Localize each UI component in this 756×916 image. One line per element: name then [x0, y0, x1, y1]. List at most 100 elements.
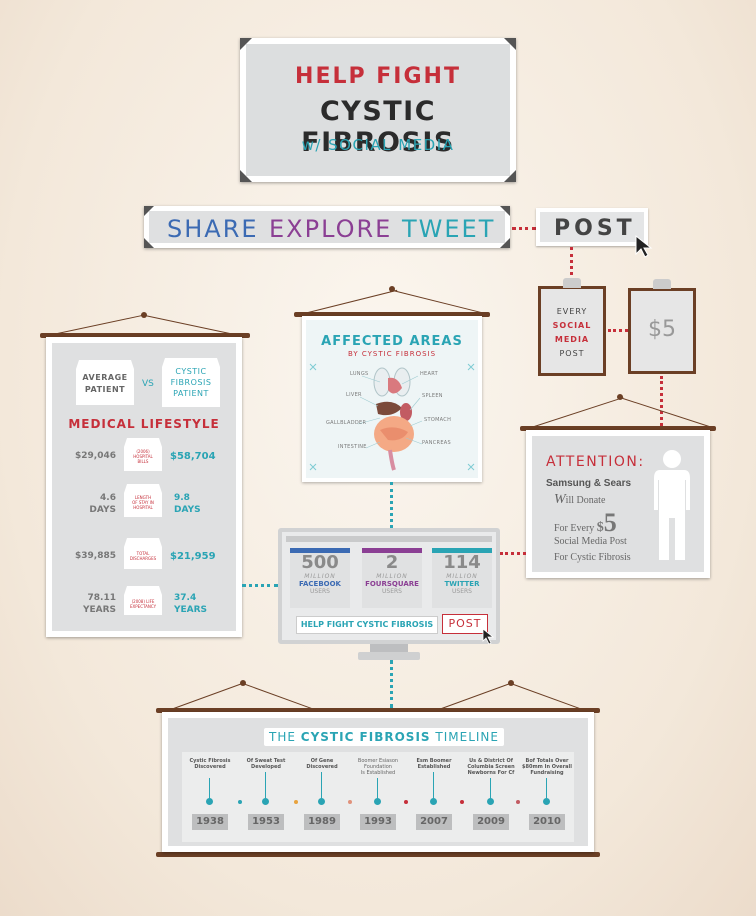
cf-unit: YEARS — [174, 605, 208, 615]
stat-name: FACEBOOK — [299, 580, 341, 588]
average-label-2: PATIENT — [84, 385, 126, 394]
stat-twitter: 114 MILLION TWITTER USERS — [432, 548, 492, 608]
timeline-title: THE CYSTIC FIBROSIS TIMELINE — [264, 728, 504, 746]
connector — [660, 376, 663, 426]
event-year: 1993 — [360, 814, 396, 830]
event-year: 2010 — [529, 814, 565, 830]
event-text-2: $80mm In Overall — [522, 764, 572, 770]
row-label: LENGTH OF STAY IN HOSPITAL — [124, 484, 162, 517]
attention-line-2: For Every — [554, 523, 595, 534]
post-label: POST — [554, 216, 636, 241]
average-label-1: AVERAGE — [82, 373, 128, 382]
row-label-2: OF STAY IN — [132, 500, 154, 505]
timeline-event: Of Sweat Test Developed 1953 — [242, 752, 290, 842]
separator-dot — [404, 800, 408, 804]
average-unit: YEARS — [82, 605, 116, 615]
attention-currency: $ — [596, 520, 604, 535]
donation-card: $5 — [628, 279, 696, 374]
monitor: 500 MILLION FACEBOOK USERS 2 MILLION FOU… — [278, 528, 500, 645]
row-label: (2008) LIFE EXPECTANCY — [124, 586, 162, 615]
label-intestine: INTESTINE — [338, 444, 367, 450]
cf-label-1: CYSTIC — [175, 367, 207, 376]
event-text-1: Boomer Esiason — [357, 758, 399, 764]
organs-diagram — [309, 363, 475, 471]
timeline-event: Cystic Fibrosis Discovered 1938 — [186, 752, 234, 842]
attention-poster: ATTENTION: Samsung & Sears Will Donate F… — [526, 430, 710, 578]
explore-button[interactable]: EXPLORE — [269, 215, 393, 243]
affected-areas-poster: AFFECTED AREAS BY CYSTIC FIBROSIS LUNGS … — [302, 316, 482, 482]
timeline-poster: THE CYSTIC FIBROSIS TIMELINE Cystic Fibr… — [162, 712, 594, 852]
attention-line-3: Social Media Post — [554, 536, 627, 547]
person-icon — [654, 450, 690, 560]
stat-name: FOURSQUARE — [365, 580, 419, 588]
connector — [500, 552, 526, 555]
medical-lifestyle-poster: AVERAGE PATIENT VS CYSTIC FIBROSIS PATIE… — [46, 337, 242, 637]
lifestyle-row: 4.6 DAYS LENGTH OF STAY IN HOSPITAL 9.8 … — [52, 484, 236, 529]
cf-label-2: FIBROSIS — [170, 378, 212, 387]
donation-amount: $5 — [648, 317, 676, 342]
post-button[interactable]: POST — [536, 208, 648, 246]
event-text-1: Of Sweat Test — [246, 758, 286, 764]
stat-suffix: USERS — [382, 588, 402, 595]
cursor-icon — [482, 628, 495, 645]
medical-lifestyle-heading: MEDICAL LIFESTYLE — [68, 417, 220, 431]
event-text-2: Columbia Screen — [467, 764, 515, 770]
event-text-2: Foundation — [364, 764, 392, 770]
label-pancreas: PANCREAS — [422, 440, 451, 446]
attention-initial: W — [554, 492, 566, 507]
lifestyle-row: 78.11 YEARS (2008) LIFE EXPECTANCY 37.4 … — [52, 586, 236, 629]
average-value: 4.6 — [100, 493, 116, 503]
row-label-2: DISCHARGES — [129, 556, 157, 561]
attention-sponsor: Samsung & Sears — [546, 478, 632, 489]
cf-value: $58,704 — [170, 451, 216, 462]
separator-dot — [238, 800, 242, 804]
label-heart: HEART — [420, 371, 439, 377]
connector — [390, 660, 393, 708]
help-fight-button[interactable]: HELP FIGHT CYSTIC FIBROSIS — [296, 616, 438, 634]
timeline-event: Bof Totals Over $80mm In Overall Fundrai… — [520, 752, 574, 842]
action-bar: SHARE EXPLORE TWEET — [144, 206, 510, 248]
monitor-post-button[interactable]: POST — [442, 614, 488, 634]
stat-number: 114 — [443, 552, 481, 573]
event-year: 1938 — [192, 814, 228, 830]
row-label-2: HOSPITAL — [133, 454, 153, 459]
attention-amount: 5 — [603, 508, 617, 537]
cf-value: 37.4 — [174, 593, 197, 603]
stat-name: TWITTER — [444, 580, 480, 588]
event-year: 1953 — [248, 814, 284, 830]
stat-facebook: 500 MILLION FACEBOOK USERS — [290, 548, 350, 608]
every-post-card: EVERY SOCIAL MEDIA POST — [538, 278, 606, 376]
stat-suffix: USERS — [310, 588, 330, 595]
attention-line-4: For Cystic Fibrosis — [554, 552, 631, 563]
title-line-1: HELP FIGHT — [295, 64, 461, 89]
title-line-2: CYSTIC FIBROSIS — [301, 96, 455, 158]
stat-unit: MILLION — [446, 573, 478, 580]
event-text-2: Discovered — [194, 764, 226, 770]
vs-label: VS — [142, 379, 154, 389]
title-line-3: w/ SOCIAL MEDIA — [301, 136, 455, 154]
event-text-1: Us & District Of — [469, 758, 513, 764]
row-label: (2006) HOSPITAL BILLS — [124, 438, 162, 471]
share-button[interactable]: SHARE — [167, 215, 259, 243]
row-label-1: TOTAL — [136, 551, 150, 556]
row-label-3: BILLS — [137, 459, 149, 464]
cf-value: $21,959 — [170, 551, 216, 562]
separator-dot — [516, 800, 520, 804]
cf-unit: DAYS — [174, 505, 201, 515]
event-text-1: Esm Boomer — [416, 758, 452, 764]
row-label: TOTAL DISCHARGES — [124, 538, 162, 569]
stat-foursquare: 2 MILLION FOURSQUARE USERS — [362, 548, 422, 608]
event-text-1: Of Gene — [310, 758, 334, 764]
average-value: $39,885 — [75, 551, 116, 561]
separator-dot — [294, 800, 298, 804]
tweet-button[interactable]: TWEET — [402, 215, 496, 243]
every-line-1: EVERY — [556, 307, 588, 316]
lifestyle-row: $39,885 TOTAL DISCHARGES $21,959 — [52, 538, 236, 579]
row-label-3: HOSPITAL — [133, 505, 153, 510]
stat-unit: MILLION — [304, 573, 336, 580]
event-year: 1989 — [304, 814, 340, 830]
separator-dot — [460, 800, 464, 804]
row-label-1: (2006) — [136, 449, 150, 454]
event-text-2: Discovered — [306, 764, 338, 770]
timeline-event: Of Gene Discovered 1989 — [298, 752, 346, 842]
